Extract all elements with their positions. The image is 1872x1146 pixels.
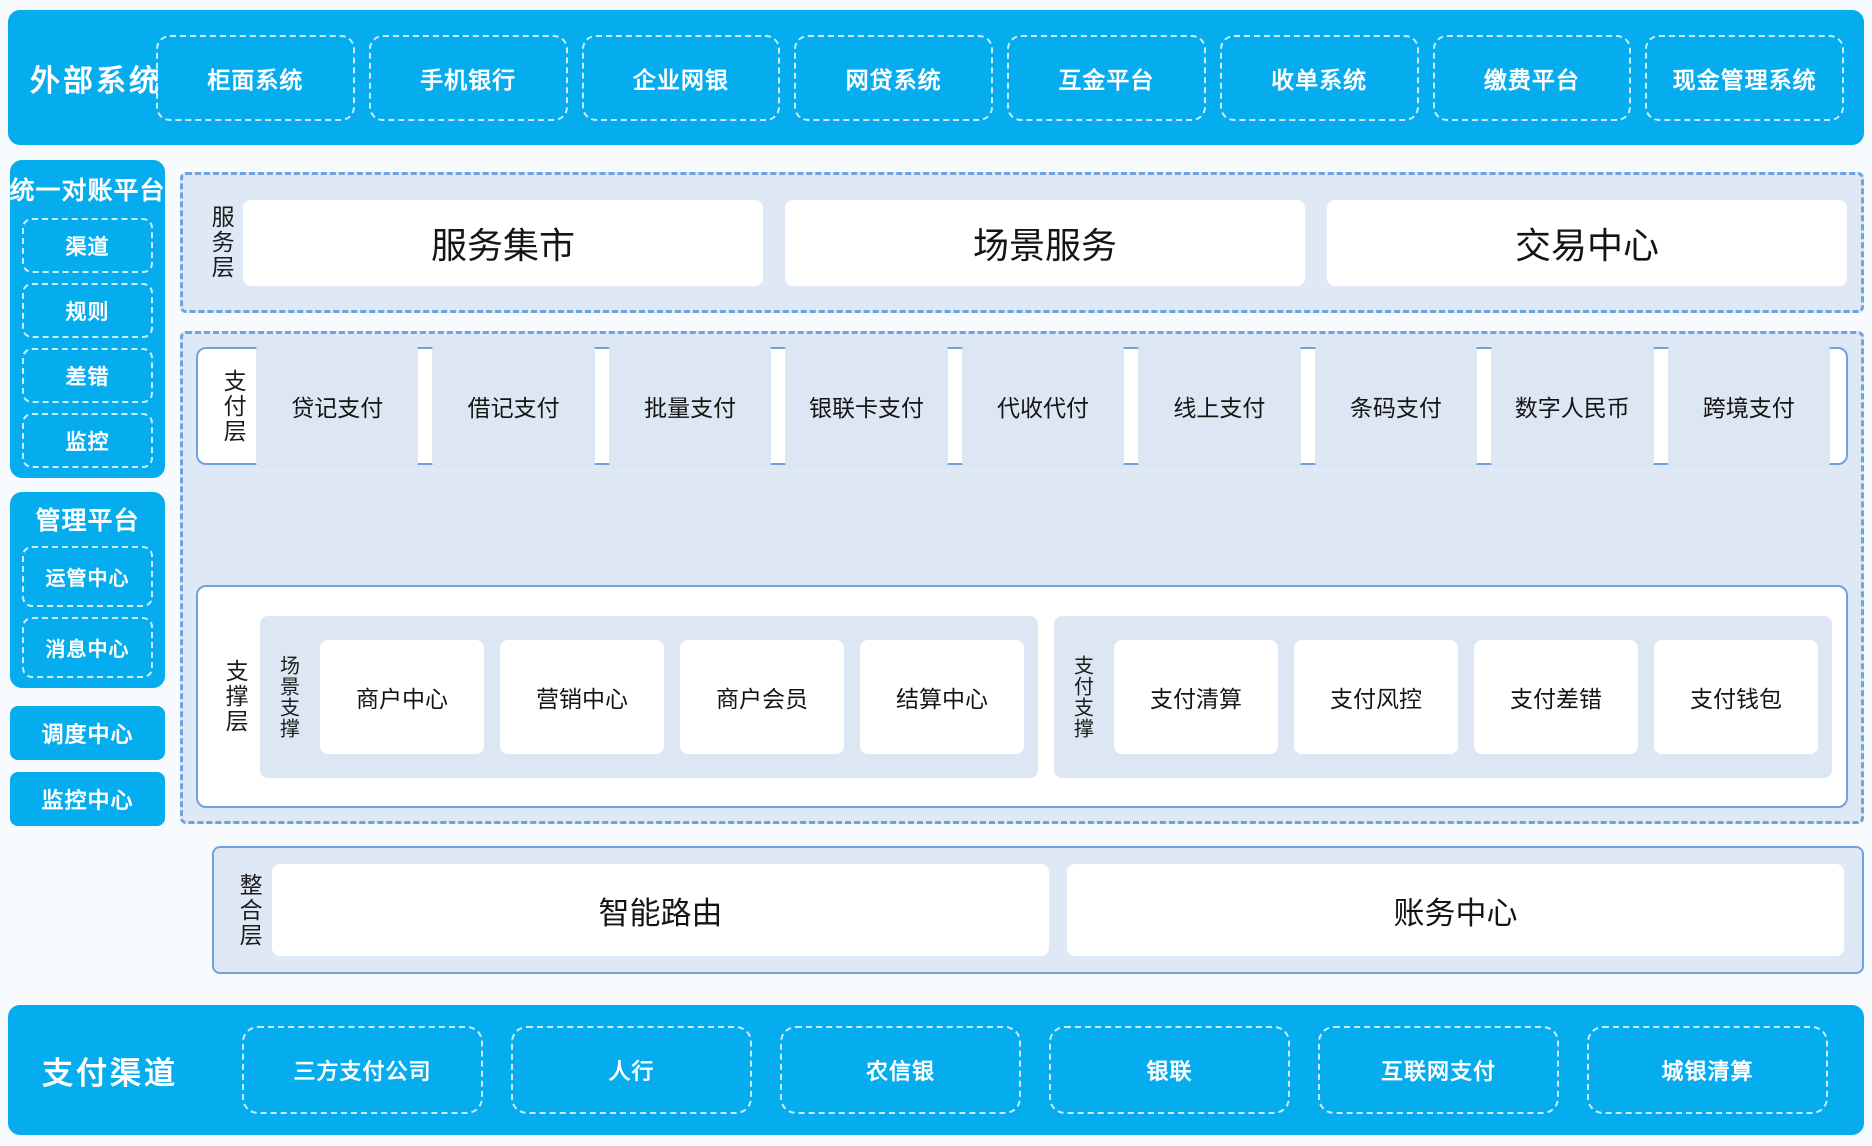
support-subgroup-label: 支付支撑 [1070,654,1093,739]
payment-channel-chip[interactable]: 银联 [1049,1026,1290,1114]
sidebar-card-management: 管理平台 运管中心消息中心 [10,492,165,688]
integration-layer-label: 整合层 [236,872,263,948]
sidebar-item-monitoring-center[interactable]: 监控中心 [10,772,165,826]
support-item-card[interactable]: 支付钱包 [1654,639,1818,754]
payment-layer-tile[interactable]: 条码支付 [1314,344,1478,468]
support-subgroup-1: 场景支撑商户中心营销中心商户会员结算中心 [260,615,1038,778]
service-layer-items: 服务集市场景服务交易中心 [243,199,1847,286]
external-system-chip[interactable]: 网贷系统 [794,34,993,121]
external-system-chip[interactable]: 现金管理系统 [1645,34,1844,121]
support-layer-groups: 场景支撑商户中心营销中心商户会员结算中心支付支撑支付清算支付风控支付差错支付钱包 [260,615,1832,778]
external-system-chip[interactable]: 柜面系统 [156,34,355,121]
sidebar-card-reconciliation: 统一对账平台 渠道规则差错监控 [10,160,165,478]
payment-layer-tile[interactable]: 贷记支付 [256,344,419,468]
service-layer-group: 服务层 服务集市场景服务交易中心 [180,172,1864,313]
support-item-card[interactable]: 商户中心 [320,639,484,754]
external-systems-title: 外部系统 [30,64,162,98]
sidebar-reconciliation-items: 渠道规则差错监控 [10,218,165,478]
support-subgroup-items: 支付清算支付风控支付差错支付钱包 [1114,639,1818,754]
payment-channel-chip[interactable]: 人行 [511,1026,752,1114]
sidebar-item-消息中心[interactable]: 消息中心 [22,617,153,678]
support-layer-panel: 支撑层 场景支撑商户中心营销中心商户会员结算中心支付支撑支付清算支付风控支付差错… [196,585,1848,808]
payment-channels-bar: 支付渠道 三方支付公司人行农信银银联互联网支付城银清算 [8,1005,1864,1135]
payment-layer-label: 支付层 [220,368,247,444]
support-item-card[interactable]: 支付清算 [1114,639,1278,754]
payment-layer-tile[interactable]: 批量支付 [608,344,772,468]
support-item-card[interactable]: 结算中心 [860,639,1024,754]
service-layer-box[interactable]: 交易中心 [1327,199,1847,286]
service-layer-box[interactable]: 服务集市 [243,199,763,286]
support-layer-label: 支撑层 [222,659,249,734]
sidebar-title-management: 管理平台 [35,507,140,535]
integration-layer-items: 智能路由账务中心 [272,864,1844,956]
sidebar-title-reconciliation: 统一对账平台 [9,177,166,205]
payment-channel-chip[interactable]: 互联网支付 [1318,1026,1559,1114]
support-item-card[interactable]: 营销中心 [500,639,664,754]
external-system-chip[interactable]: 缴费平台 [1432,34,1632,121]
external-system-chip[interactable]: 互金平台 [1007,34,1206,121]
payment-layer-tile[interactable]: 跨境支付 [1667,344,1830,468]
integration-layer-box[interactable]: 账务中心 [1067,864,1844,956]
external-system-chip[interactable]: 手机银行 [368,34,568,121]
external-systems-bar: 外部系统 柜面系统手机银行企业网银网贷系统互金平台收单系统缴费平台现金管理系统 [8,10,1864,145]
external-systems-chip-list: 柜面系统手机银行企业网银网贷系统互金平台收单系统缴费平台现金管理系统 [156,34,1844,121]
external-system-chip[interactable]: 企业网银 [581,34,781,121]
support-subgroup-2: 支付支撑支付清算支付风控支付差错支付钱包 [1054,615,1832,778]
support-item-card[interactable]: 支付风控 [1294,639,1458,754]
payment-layer-tile[interactable]: 借记支付 [432,344,595,468]
payment-layer-tile[interactable]: 线上支付 [1138,344,1301,468]
sidebar-management-items: 运管中心消息中心 [10,546,165,688]
support-subgroup-label: 场景支撑 [276,654,299,739]
service-layer-box[interactable]: 场景服务 [785,199,1305,286]
payment-channel-chip[interactable]: 农信银 [780,1026,1021,1114]
payment-layer-items: 贷记支付借记支付批量支付银联卡支付代收代付线上支付条码支付数字人民币跨境支付 [256,344,1830,468]
support-subgroup-items: 商户中心营销中心商户会员结算中心 [320,639,1024,754]
payment-layer-tile[interactable]: 数字人民币 [1491,344,1654,468]
payment-channels-title: 支付渠道 [42,1055,178,1091]
payment-channels-chip-list: 三方支付公司人行农信银银联互联网支付城银清算 [242,1026,1828,1114]
payment-layer-panel: 支付层 贷记支付借记支付批量支付银联卡支付代收代付线上支付条码支付数字人民币跨境… [196,344,1848,468]
payment-layer-tile[interactable]: 代收代付 [961,344,1125,468]
service-layer-label: 服务层 [208,205,235,280]
sidebar-item-差错[interactable]: 差错 [22,348,153,403]
integration-layer-group: 整合层 智能路由账务中心 [212,846,1864,974]
payment-layer-tile[interactable]: 银联卡支付 [785,344,948,468]
integration-layer-box[interactable]: 智能路由 [272,864,1049,956]
sidebar-item-scheduling-center[interactable]: 调度中心 [10,706,165,760]
external-system-chip[interactable]: 收单系统 [1219,34,1419,121]
sidebar-item-渠道[interactable]: 渠道 [22,218,153,273]
sidebar-item-规则[interactable]: 规则 [22,283,153,338]
sidebar-item-监控[interactable]: 监控 [22,413,153,468]
payment-channel-chip[interactable]: 三方支付公司 [242,1026,483,1114]
payment-channel-chip[interactable]: 城银清算 [1587,1026,1828,1114]
support-item-card[interactable]: 支付差错 [1474,639,1638,754]
sidebar-item-运管中心[interactable]: 运管中心 [22,546,153,607]
support-item-card[interactable]: 商户会员 [680,639,844,754]
